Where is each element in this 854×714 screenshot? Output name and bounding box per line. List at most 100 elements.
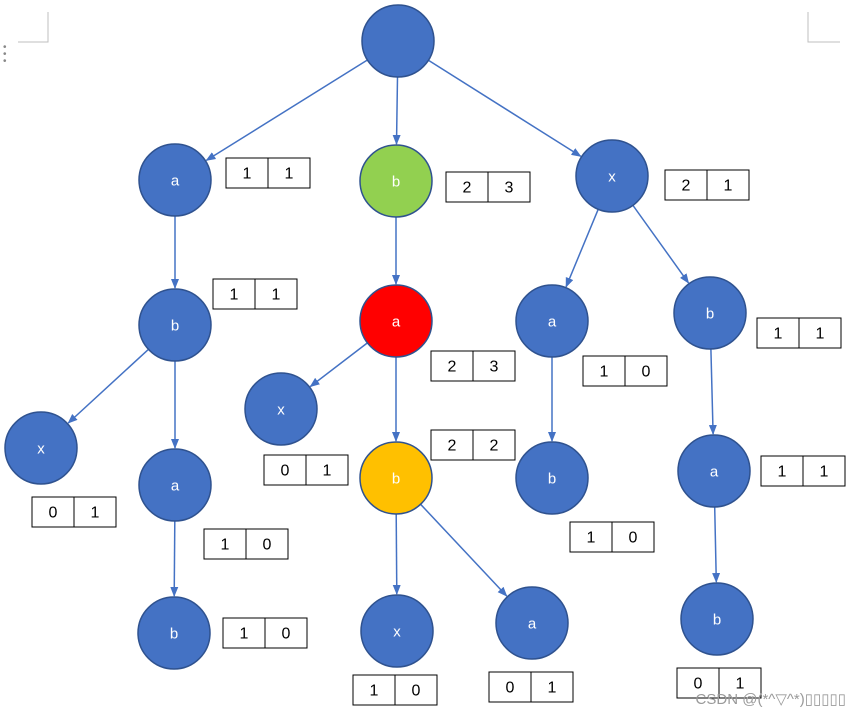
node-label: a: [171, 173, 180, 190]
edges-layer: [67, 59, 721, 597]
counter-right-value: 1: [816, 326, 825, 343]
node-b1aba: a: [495, 586, 569, 660]
node-circle: [137, 596, 211, 670]
counter-left-value: 0: [49, 505, 58, 522]
counter-right-value: 0: [282, 626, 291, 643]
counter-right-value: 1: [820, 464, 829, 481]
node-circle: [138, 448, 212, 522]
node-label: x: [277, 402, 285, 419]
counter-left-value: 2: [448, 359, 457, 376]
counter-left-value: 1: [774, 326, 783, 343]
counter-right-value: 1: [91, 505, 100, 522]
counter-left-value: 2: [463, 180, 472, 197]
node-label: x: [608, 169, 616, 186]
counter-left-value: 2: [448, 438, 457, 455]
node-label: a: [392, 314, 401, 331]
node-label: b: [171, 318, 179, 335]
counter-left-value: 1: [587, 530, 596, 547]
counter-left-value: 1: [221, 537, 230, 554]
edge-b1ab-b1abx: [392, 513, 401, 595]
edge-root-x1: [427, 59, 582, 157]
node-b1abx: x: [360, 594, 434, 668]
node-label: a: [548, 314, 557, 331]
node-a1ba: a: [138, 448, 212, 522]
node-label: b: [548, 471, 556, 488]
node-circle: [359, 284, 433, 358]
counter-right-value: 0: [642, 364, 651, 381]
counter-right-value: 1: [548, 680, 557, 697]
node-x1: x: [575, 139, 649, 213]
edge-root-a1: [205, 59, 368, 162]
edge-x1-x1b: [632, 204, 690, 284]
node-circle: [515, 284, 589, 358]
counter-left-value: 2: [682, 178, 691, 195]
node-circle: [138, 288, 212, 362]
node-root: [361, 4, 435, 78]
node-label: a: [171, 478, 180, 495]
edge-a1b-a1bx: [67, 348, 150, 424]
node-label: b: [706, 306, 714, 323]
node-circle: [4, 411, 78, 485]
node-label: x: [37, 441, 45, 458]
node-label: a: [528, 616, 537, 633]
node-b1a: a: [359, 284, 433, 358]
watermark: CSDN @(*^▽^*)▯▯▯▯▯: [695, 691, 846, 708]
node-a1: a: [138, 143, 212, 217]
counter-right-value: 1: [272, 287, 281, 304]
edge-x1b-x1ba: [708, 348, 717, 435]
counter-right-value: 0: [629, 530, 638, 547]
counter-right-value: 1: [724, 178, 733, 195]
node-circle: [359, 441, 433, 515]
node-x1bab: b: [680, 582, 754, 656]
counter-left-value: 1: [778, 464, 787, 481]
menu-dots-icon: •••: [3, 42, 7, 67]
node-circle: [515, 441, 589, 515]
edge-root-b1: [392, 76, 401, 145]
counter-right-value: 3: [505, 180, 514, 197]
node-label: b: [392, 174, 400, 191]
node-circle: [138, 143, 212, 217]
counter-left-value: 0: [506, 680, 515, 697]
edge-a1ba-a1bab: [170, 520, 179, 597]
counter-right-value: 0: [412, 683, 421, 700]
node-circle: [680, 582, 754, 656]
node-circle: [361, 4, 435, 78]
counter-right-value: 0: [263, 537, 272, 554]
node-a1b: b: [138, 288, 212, 362]
node-circle: [673, 276, 747, 350]
node-circle: [360, 594, 434, 668]
node-a1bx: x: [4, 411, 78, 485]
counter-left-value: 1: [243, 166, 252, 183]
counter-left-value: 1: [370, 683, 379, 700]
counter-right-value: 1: [285, 166, 294, 183]
node-circle: [677, 434, 751, 508]
counter-left-value: 0: [281, 463, 290, 480]
counter-left-value: 1: [230, 287, 239, 304]
node-label: b: [170, 626, 178, 643]
node-label: b: [713, 612, 721, 629]
counter-right-value: 1: [323, 463, 332, 480]
node-label: x: [393, 624, 401, 641]
node-circle: [575, 139, 649, 213]
node-x1ab: b: [515, 441, 589, 515]
node-b1ab: b: [359, 441, 433, 515]
counter-right-value: 3: [490, 359, 499, 376]
node-x1a: a: [515, 284, 589, 358]
node-x1b: b: [673, 276, 747, 350]
